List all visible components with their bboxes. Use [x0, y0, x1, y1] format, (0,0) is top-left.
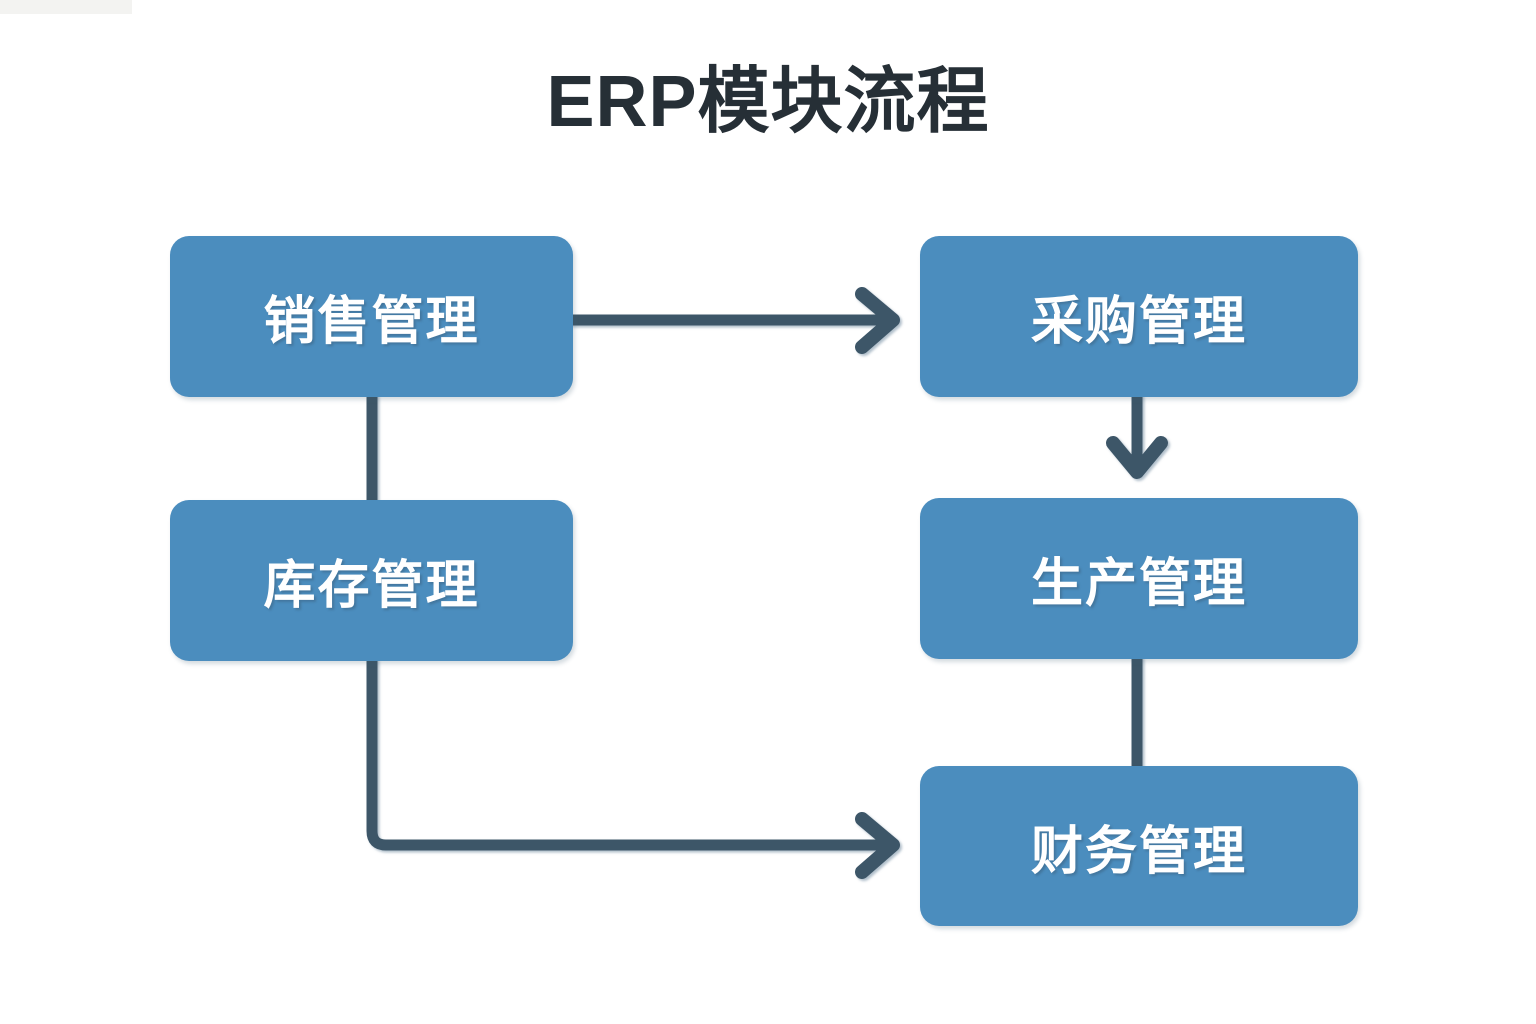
- node-label: 库存管理: [263, 557, 480, 615]
- node-label: 财务管理: [1030, 822, 1247, 881]
- node-label: 销售管理: [263, 293, 480, 351]
- corner-wash: [0, 0, 132, 14]
- node-inventory-management[interactable]: 库存管理: [170, 500, 573, 661]
- node-label: 生产管理: [1030, 555, 1247, 613]
- page-title: ERP模块流程: [546, 62, 990, 142]
- edge-inventory-to-finance: [366, 655, 900, 879]
- node-label: 采购管理: [1030, 293, 1247, 351]
- node-sales-management[interactable]: 销售管理: [170, 236, 573, 397]
- edge-sales-to-purchase: [567, 287, 900, 354]
- node-production-management[interactable]: 生产管理: [920, 498, 1358, 659]
- node-finance-management[interactable]: 财务管理: [920, 766, 1358, 926]
- node-purchase-management[interactable]: 采购管理: [920, 236, 1358, 397]
- edge-purchase-to-production: [1106, 391, 1168, 479]
